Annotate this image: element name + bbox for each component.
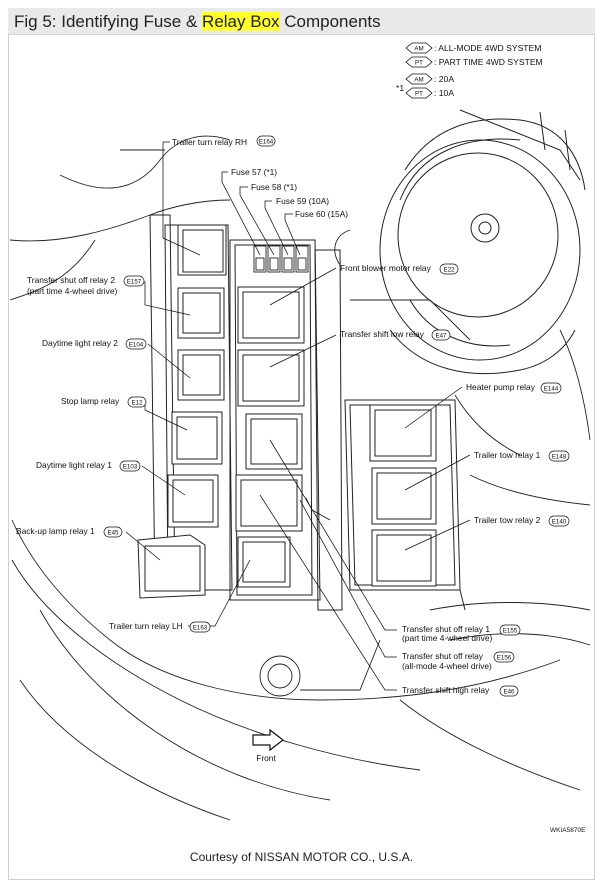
- code-badge-transfer-shutoff-1: [499, 624, 521, 636]
- note-am-badge: AM: [414, 77, 423, 84]
- code-trailer-tow-1: E148: [552, 453, 567, 460]
- note-pt-badge: PT: [415, 91, 423, 98]
- title-text-2: Components: [279, 12, 381, 31]
- pt-badge-shape: [405, 56, 433, 68]
- engine-bay-background: [9, 135, 591, 821]
- code-badge-daytime-2: [125, 338, 147, 350]
- note-marker: *1: [396, 83, 404, 93]
- am-badge: AM: [414, 46, 423, 53]
- label-fuse-59: Fuse 59 (10A): [276, 196, 329, 206]
- label-trailer-turn-rh: Trailer turn relay RH: [172, 137, 247, 147]
- label-fuse-57: Fuse 57 (*1): [231, 167, 277, 177]
- label-transfer-shutoff-am-note: (all-mode 4-wheel drive): [402, 661, 492, 671]
- code-transfer-shutoff-2: E157: [127, 278, 142, 285]
- front-label: Front: [256, 753, 276, 763]
- label-trailer-tow-1: Trailer tow relay 1: [474, 450, 541, 460]
- am-legend-text: : ALL-MODE 4WD SYSTEM: [434, 43, 541, 53]
- code-stop-lamp: E12: [131, 399, 143, 406]
- code-badge-trailer-tow-2: [548, 515, 570, 527]
- label-transfer-shutoff-am: Transfer shut off relay: [402, 651, 484, 661]
- label-front-blower: Front blower motor relay: [340, 263, 432, 273]
- code-backup-lamp: E45: [107, 529, 119, 536]
- label-transfer-shutoff-1: Transfer shut off relay 1: [402, 624, 490, 634]
- fuse-relay-box-diagram: AM : ALL-MODE 4WD SYSTEM PT : PART TIME …: [9, 42, 591, 834]
- label-stop-lamp: Stop lamp relay: [61, 396, 120, 406]
- figure-title: Fig 5: Identifying Fuse & Relay Box Comp…: [14, 11, 381, 33]
- am-badge-shape: [405, 42, 433, 54]
- code-heater-pump: E144: [544, 385, 559, 392]
- note-pt-badge-shape: [405, 87, 433, 99]
- label-transfer-shift-high: Transfer shift high relay: [402, 685, 490, 695]
- code-front-blower: E22: [443, 266, 455, 273]
- label-transfer-shift-low: Transfer shift low relay: [340, 329, 425, 339]
- code-transfer-shift-high: E46: [503, 688, 515, 695]
- label-fuse-58: Fuse 58 (*1): [251, 182, 297, 192]
- reference-code: WKIA5870E: [550, 827, 586, 834]
- note-am-badge-shape: [405, 73, 433, 85]
- code-badge-trailer-tow-1: [548, 450, 570, 462]
- label-transfer-shutoff-2: Transfer shut off relay 2: [27, 275, 115, 285]
- label-fuse-60: Fuse 60 (15A): [295, 209, 348, 219]
- label-trailer-tow-2: Trailer tow relay 2: [474, 515, 541, 525]
- code-trailer-turn-rh: E164: [259, 138, 274, 145]
- label-daytime-1: Daytime light relay 1: [36, 460, 112, 470]
- code-badge-stop-lamp: [127, 396, 147, 408]
- code-badge-transfer-shutoff-am: [493, 651, 515, 663]
- code-badge-daytime-1: [119, 460, 141, 472]
- title-highlight: Relay Box: [202, 12, 280, 31]
- label-heater-pump: Heater pump relay: [466, 382, 536, 392]
- label-backup-lamp: Back-up lamp relay 1: [16, 526, 95, 536]
- front-indicator: Front: [252, 728, 284, 763]
- label-trailer-turn-lh: Trailer turn relay LH: [109, 621, 183, 631]
- code-badge-transfer-shutoff-2: [123, 275, 145, 287]
- callouts: Trailer turn relay RH E164 Fuse 57 (*1) …: [16, 135, 570, 697]
- code-transfer-shutoff-1: E155: [503, 627, 518, 634]
- code-daytime-2: E104: [129, 341, 144, 348]
- code-trailer-tow-2: E140: [552, 518, 567, 525]
- code-daytime-1: E103: [123, 463, 138, 470]
- note-pt-text: : 10A: [434, 88, 454, 98]
- note-am-text: : 20A: [434, 74, 454, 84]
- code-badge-front-blower: [439, 263, 459, 275]
- pt-badge: PT: [415, 60, 423, 67]
- code-badge-heater-pump: [540, 382, 562, 394]
- label-transfer-shutoff-1-note: (part time 4-wheel drive): [402, 633, 493, 643]
- code-badge-trailer-turn-lh: [189, 621, 211, 633]
- title-bar: [8, 8, 595, 35]
- code-badge-backup-lamp: [103, 526, 123, 538]
- leader-lines: [125, 141, 471, 691]
- relays: [137, 224, 437, 599]
- legend: AM : ALL-MODE 4WD SYSTEM PT : PART TIME …: [396, 42, 543, 99]
- front-arrow-icon: [252, 728, 284, 752]
- label-daytime-2: Daytime light relay 2: [42, 338, 118, 348]
- code-transfer-shutoff-am: E156: [497, 654, 512, 661]
- label-transfer-shutoff-2-note: (part time 4-wheel drive): [27, 286, 118, 296]
- code-badge-trailer-turn-rh: [256, 135, 276, 147]
- credit-line: Courtesy of NISSAN MOTOR CO., U.S.A.: [189, 850, 414, 864]
- code-trailer-turn-lh: E163: [193, 624, 208, 631]
- title-text-1: Fig 5: Identifying Fuse &: [14, 12, 203, 31]
- pt-legend-text: : PART TIME 4WD SYSTEM: [434, 57, 543, 67]
- code-transfer-shift-low: E47: [435, 332, 447, 339]
- code-badge-transfer-shift-high: [499, 685, 519, 697]
- code-badge-transfer-shift-low: [431, 329, 451, 341]
- blower-motor: [379, 109, 586, 375]
- fuse-slots: [253, 245, 309, 273]
